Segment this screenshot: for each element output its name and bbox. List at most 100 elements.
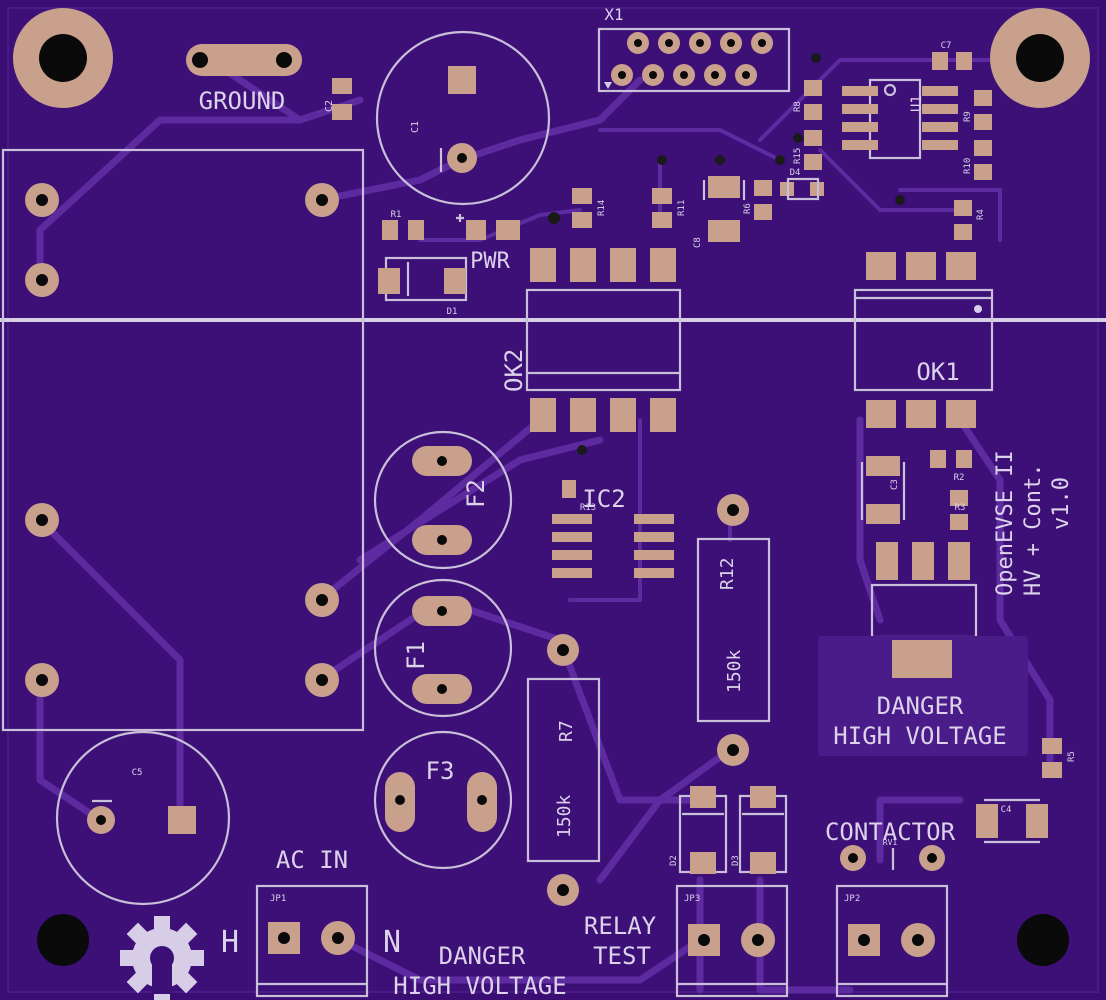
r10-label: R10 [963, 158, 973, 174]
r13-label: R13 [580, 503, 596, 513]
board-title-line-3: v1.0 [1049, 477, 1074, 530]
varistor-rv1 [840, 845, 945, 871]
diode-d2 [678, 786, 728, 874]
x1-pin-hole [665, 39, 673, 47]
n-label: N [383, 925, 401, 960]
resistor-r3 [950, 490, 968, 530]
ac-in-label: AC IN [276, 846, 348, 874]
diode-d3 [738, 786, 788, 874]
jp1-label: JP1 [270, 894, 286, 904]
pwr-label: PWR [470, 249, 510, 274]
d2-label: D2 [669, 855, 679, 866]
danger-label-1: DANGER [877, 692, 964, 720]
connector-x1 [597, 27, 791, 93]
f2-label: F2 [462, 479, 490, 508]
resistor-r9 [974, 90, 992, 130]
resistor-r6 [754, 180, 772, 220]
r6-label: R6 [743, 203, 753, 214]
jp3-label: JP3 [684, 894, 700, 904]
resistor-r4 [954, 200, 972, 240]
u1-label: U1 [909, 95, 925, 112]
terminal-jp2 [835, 884, 949, 998]
terminal-jp1 [255, 884, 369, 998]
r5-label: R5 [1067, 751, 1077, 762]
open-hardware-gear-icon [120, 916, 204, 1000]
relay-outline [1, 148, 365, 732]
capacitor-c3 [860, 456, 906, 524]
x1-pin-hole [742, 71, 750, 79]
r7-label: R7 [556, 720, 577, 742]
r4-label: R4 [976, 209, 986, 220]
r2-label: R2 [954, 473, 965, 483]
x1-pin-hole [634, 39, 642, 47]
x1-pin-hole [696, 39, 704, 47]
mounting-hole-icon [13, 8, 113, 108]
danger-zone-1 [818, 636, 1028, 756]
r12-label: R12 [717, 557, 738, 590]
capacitor-c5 [55, 730, 231, 906]
c2-label: C2 [324, 100, 335, 112]
resistor-r15 [804, 130, 822, 170]
jp2-label: JP2 [844, 894, 860, 904]
ic-u1 [842, 78, 958, 160]
ic-ic2 [552, 514, 674, 578]
resistor-r10 [974, 140, 992, 180]
x1-pin-hole [711, 71, 719, 79]
r15-label: R15 [793, 148, 803, 164]
r12-value: 150k [724, 649, 745, 693]
r9-label: R9 [963, 111, 973, 122]
f3-label: F3 [426, 757, 455, 785]
test-label: TEST [593, 942, 651, 970]
c8-label: C8 [693, 237, 703, 248]
c4-label: C4 [1001, 805, 1012, 815]
resistor-r8 [804, 80, 822, 120]
contactor-label: CONTACTOR [825, 818, 956, 846]
mounting-hole-icon [37, 914, 89, 966]
r11-label: R11 [677, 200, 687, 216]
ground-label: GROUND [199, 87, 286, 115]
x1-pin-hole [649, 71, 657, 79]
c7-label: C7 [941, 41, 952, 51]
r3-label: R3 [955, 503, 966, 513]
vias [548, 53, 905, 455]
optocoupler-ok1 [853, 252, 994, 428]
x1-pin-hole [727, 39, 735, 47]
c3-label: C3 [890, 479, 900, 490]
resistor-r2 [930, 450, 972, 468]
x1-label: X1 [604, 5, 623, 24]
optocoupler-ok2 [525, 248, 682, 432]
t1-tab-pad [892, 640, 952, 678]
x1-pin-hole [618, 71, 626, 79]
ok2-label: OK2 [500, 349, 528, 392]
diode-d4 [780, 177, 824, 201]
x1-pin-hole [680, 71, 688, 79]
d4-label: D4 [790, 168, 801, 178]
mounting-hole-icon [1017, 914, 1069, 966]
resistor-r13 [562, 480, 576, 498]
fuse-f1 [373, 578, 513, 718]
c1-label: C1 [410, 121, 421, 133]
copper-traces [36, 56, 1054, 994]
diode-d1 [378, 256, 468, 302]
resistor-r11 [652, 188, 672, 228]
f1-label: F1 [402, 641, 430, 670]
capacitor-c7 [932, 52, 972, 70]
terminal-jp3 [675, 884, 789, 998]
r14-label: R14 [597, 200, 607, 216]
resistor-r5 [1042, 738, 1062, 778]
d3-label: D3 [731, 855, 741, 866]
ok1-label: OK1 [916, 358, 959, 386]
capacitor-c2 [332, 78, 352, 120]
pwr-led [456, 214, 520, 240]
d1-label: D1 [447, 307, 458, 317]
h-label: H [221, 925, 239, 960]
capacitor-c8 [702, 176, 746, 242]
r8-label: R8 [793, 101, 803, 112]
resistor-r14 [572, 188, 592, 228]
high-voltage-label-1: HIGH VOLTAGE [833, 722, 1006, 750]
ground-pad [186, 44, 302, 76]
relay-label: RELAY [584, 912, 657, 940]
resistor-r7 [526, 634, 601, 906]
x1-pin-hole [758, 39, 766, 47]
